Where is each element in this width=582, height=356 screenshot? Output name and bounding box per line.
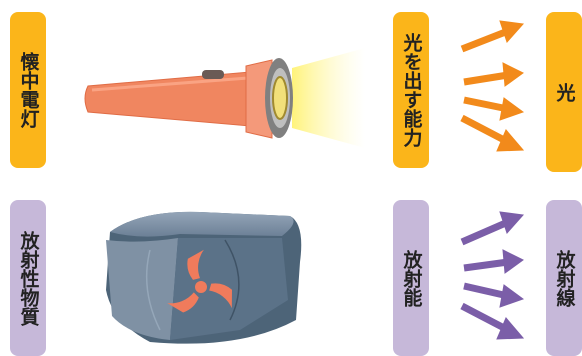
emission-label-light: 光 [546,12,582,172]
emission-label-radiation: 放射線 [546,200,582,356]
arrow-icon [460,114,525,152]
arrow-icon [463,96,525,121]
emission-label-text: 放射線 [553,249,576,307]
subject-label-flashlight: 懐中電灯 [10,12,46,168]
ability-label-text: 放射能 [400,249,423,307]
arrow-icon [460,302,525,340]
arrow-icon [463,282,525,308]
radiation-arrows [460,211,525,340]
subject-label-text: 放射性物質 [17,230,40,326]
subject-label-text: 懐中電灯 [17,52,40,128]
light-arrows [460,20,525,152]
emission-label-text: 光 [553,82,576,102]
ability-label-light: 光を出す能力 [393,12,429,168]
arrow-icon [463,249,524,274]
ability-label-text: 光を出す能力 [400,33,423,147]
radioactive-rock-icon [106,211,302,344]
arrow-icon [460,20,525,53]
arrow-icon [460,211,525,246]
ability-label-radioactivity: 放射能 [393,200,429,356]
flashlight-icon [84,48,365,148]
subject-label-radioactive-material: 放射性物質 [10,200,46,356]
arrow-icon [463,62,524,87]
